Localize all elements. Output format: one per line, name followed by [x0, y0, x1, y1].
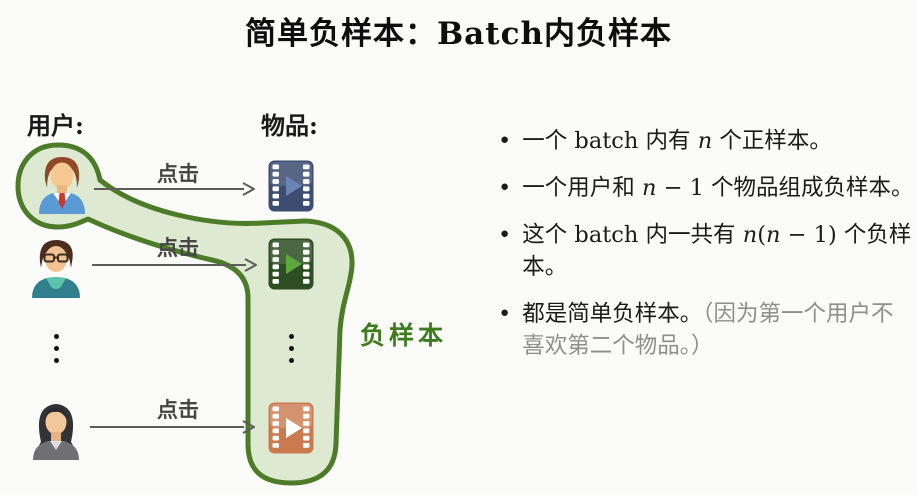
film-holes: [272, 406, 310, 448]
bullet-marker: •: [498, 128, 512, 154]
user-avatar-2: [32, 239, 80, 298]
play-icon: [286, 418, 302, 438]
click-arrow-3: [90, 420, 255, 434]
click-arrow-2: [92, 258, 257, 272]
bullet-item: • 这个 batch 内一共有 n(n − 1) 个负样本。: [498, 220, 914, 284]
neck: [51, 432, 61, 441]
bullet-item: • 一个 batch 内有 n 个正样本。: [498, 126, 914, 158]
click-arrow-1: [94, 182, 255, 196]
bullet-text: 一个 batch 内有 n 个正样本。: [522, 128, 832, 154]
film-sheen: [270, 240, 312, 264]
glasses: [43, 253, 69, 263]
blob-path: [15, 142, 355, 486]
page-title: 简单负样本：Batch内负样本: [244, 16, 673, 52]
film-sheen: [270, 404, 312, 428]
film-holes: [272, 242, 310, 284]
neck: [57, 185, 67, 194]
click-label-3: 点击: [157, 397, 199, 422]
hair: [39, 239, 73, 268]
face: [50, 162, 74, 190]
film-holes: [272, 164, 310, 206]
bullet-text: 一个用户和 n − 1 个物品组成负样本。: [522, 174, 914, 201]
item-icon-video-1: [268, 160, 314, 212]
item-icon-video-2: [268, 238, 314, 290]
users-column-label: 用户:: [27, 111, 84, 140]
tie: [58, 193, 66, 209]
user-avatar-3: [33, 404, 79, 460]
click-label-2: 点击: [157, 235, 199, 260]
play-icon: [286, 254, 302, 274]
bullet-marker: •: [498, 221, 512, 248]
face: [45, 409, 67, 435]
bullet-marker: •: [498, 174, 512, 201]
bullet-text: 都是简单负样本。（因为第一个用户不喜欢第二个物品。）: [522, 300, 894, 359]
scarf: [46, 277, 66, 289]
negative-samples-label: 负样本: [360, 321, 448, 350]
play-icon: [286, 176, 302, 196]
bangs: [44, 408, 68, 420]
face: [45, 246, 67, 272]
bullet-text: 这个 batch 内一共有 n(n − 1) 个负样本。: [522, 221, 912, 280]
jacket: [33, 441, 79, 460]
notes-list: • 一个 batch 内有 n 个正样本。 • 一个用户和 n − 1 个物品组成负样…: [498, 126, 914, 378]
users-ellipsis: [54, 334, 59, 363]
click-label-1: 点击: [157, 161, 199, 186]
items-column-label: 物品:: [261, 111, 318, 140]
blouse: [50, 441, 62, 450]
item-icon-video-3: [268, 402, 314, 454]
bullet-item: • 都是简单负样本。（因为第一个用户不喜欢第二个物品。）: [498, 299, 914, 363]
bullet-marker: •: [498, 300, 512, 327]
user-avatar-1: [39, 157, 85, 214]
hair: [44, 157, 80, 188]
film-sheen: [270, 162, 312, 186]
items-ellipsis: [289, 334, 294, 363]
bullet-item: • 一个用户和 n − 1 个物品组成负样本。: [498, 173, 914, 205]
